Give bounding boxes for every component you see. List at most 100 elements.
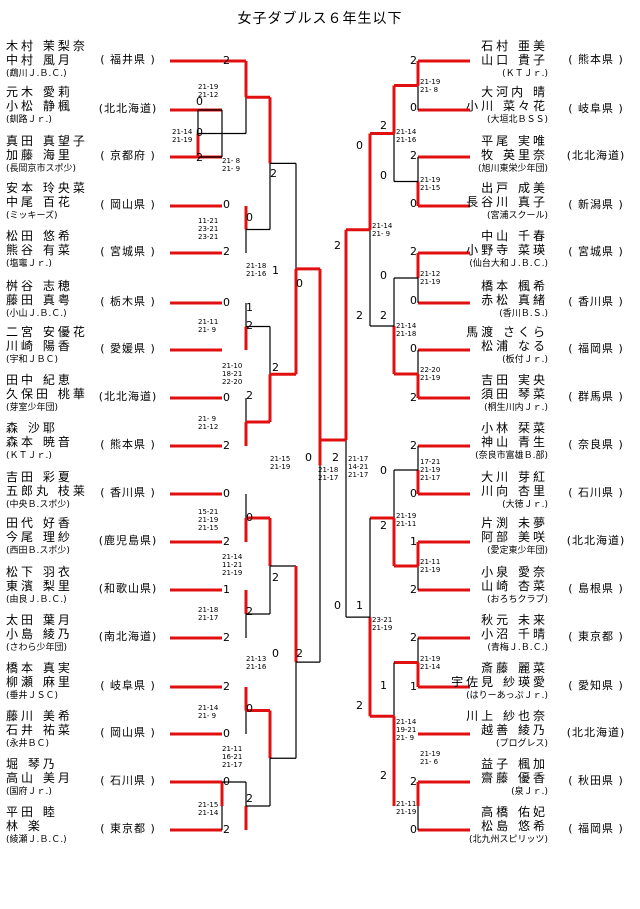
- match-score: 2: [410, 775, 417, 788]
- page-title: 女子ダブルス６年生以下: [237, 11, 403, 27]
- player-name: 齋藤 優香: [481, 771, 548, 785]
- team-club: (はりーあっぷＪｒ.): [466, 691, 548, 701]
- match-score: 2: [246, 792, 253, 805]
- team-club: (桐生川内Ｊｒ.): [484, 403, 548, 413]
- player-name: 小林 栞菜: [481, 421, 548, 435]
- right-entry: 片渕 未夢阿部 美咲(愛定東少年団): [398, 517, 548, 563]
- player-name: 松浦 なる: [481, 339, 548, 353]
- match-score: 0: [410, 101, 417, 114]
- team-club: (垂井ＪＳＣ): [6, 691, 59, 701]
- game-score: 21-19 21-15: [420, 176, 441, 192]
- player-name: 川崎 陽香: [6, 339, 73, 353]
- match-score: 0: [356, 139, 363, 152]
- team-club: (由良Ｊ.Ｂ.Ｃ.): [6, 595, 67, 605]
- player-name: 柳瀬 麻里: [6, 675, 73, 689]
- game-score: 21-11 21- 9: [198, 318, 219, 334]
- match-score: 2: [196, 151, 203, 164]
- team-club: (綾瀬Ｊ.Ｂ.Ｃ.): [6, 835, 67, 845]
- player-name: 石村 亜美: [481, 39, 548, 53]
- player-name: 大川 芽紅: [481, 470, 548, 484]
- prefecture-label: ( 京都府 ): [100, 149, 156, 162]
- team-club: (青梅Ｊ.Ｂ.Ｃ.): [487, 643, 548, 653]
- right-entry: 小泉 愛奈山崎 杏菜(おろちクラブ): [398, 566, 548, 612]
- game-score: 21- 8 21- 9: [222, 157, 241, 173]
- left-entry: 森 沙耶森本 暁音(ＫＴＪｒ.): [6, 422, 156, 468]
- player-name: 馬渡 さくら: [466, 325, 548, 339]
- player-name: 松下 羽衣: [6, 565, 73, 579]
- player-name: 林 楽: [6, 819, 43, 833]
- match-score: 0: [223, 198, 230, 211]
- match-score: 2: [410, 149, 417, 162]
- match-score: 2: [223, 535, 230, 548]
- player-name: 堀 琴乃: [6, 757, 58, 771]
- match-score: 2: [410, 631, 417, 644]
- left-entry: 吉田 彩夏五郎丸 枝莱(中央Ｂ.スポ少): [6, 471, 156, 517]
- team-club: (さわら少年団): [6, 643, 68, 653]
- match-score: 2: [356, 699, 363, 712]
- prefecture-label: ( 愛媛県 ): [100, 342, 156, 355]
- player-name: 元木 愛莉: [6, 85, 73, 99]
- prefecture-label: (北北海道): [566, 726, 626, 739]
- prefecture-label: ( 福岡県 ): [568, 342, 624, 355]
- player-name: 安本 玲央菜: [6, 181, 88, 195]
- player-name: 秋元 未来: [481, 613, 548, 627]
- match-score: 0: [223, 727, 230, 740]
- player-name: 山口 貴子: [481, 53, 548, 67]
- right-entry: 平尾 実唯牧 英里奈(旭川東栄少年団): [398, 135, 548, 181]
- player-name: 松島 悠希: [481, 819, 548, 833]
- player-name: 川向 杏里: [481, 484, 548, 498]
- match-score: 2: [272, 571, 279, 584]
- player-name: 熊谷 有菜: [6, 243, 73, 257]
- left-entry: 平田 睦林 楽 (綾瀬Ｊ.Ｂ.Ｃ.): [6, 806, 156, 852]
- game-score: 21-15 21-14: [198, 801, 219, 817]
- team-club: (大垣北ＢＳＳ): [486, 115, 548, 125]
- prefecture-label: (和歌山県): [98, 582, 158, 595]
- match-score: 0: [223, 296, 230, 309]
- left-entry: 田中 紀恵久保田 桃華(芽室少年団): [6, 374, 156, 420]
- team-club: (永井ＢＣ): [6, 739, 50, 749]
- player-name: 中尾 百花: [6, 195, 73, 209]
- game-score: 21-14 11-21 21-19: [222, 553, 243, 577]
- right-entry: 小林 栞菜神山 青生(奈良市富雄Ｂ.部): [398, 422, 548, 468]
- right-entry: 中山 千春小野寺 菜瑛(仙台大和Ｊ.Ｂ.Ｃ.): [398, 230, 548, 276]
- prefecture-label: ( 栃木県 ): [100, 295, 156, 308]
- game-score: 21-19 21- 6: [420, 750, 441, 766]
- match-score: 2: [223, 439, 230, 452]
- match-score: 2: [356, 309, 363, 322]
- player-name: 藤川 美希: [6, 709, 73, 723]
- prefecture-label: ( 岐阜県 ): [568, 102, 624, 115]
- game-score: 21-11 21-19: [396, 800, 417, 816]
- right-entry: 橋本 楓希赤松 真緒(香川Ｂ.Ｓ.): [398, 280, 548, 326]
- team-club: (ミッキーズ): [6, 211, 58, 221]
- game-score: 21-14 21- 9: [198, 704, 219, 720]
- prefecture-label: (北北海道): [98, 390, 158, 403]
- match-score: 2: [223, 631, 230, 644]
- left-entry: 松田 悠希熊谷 有菜(塩竈Ｊｒ.): [6, 230, 156, 276]
- prefecture-label: ( 石川県 ): [100, 774, 156, 787]
- player-name: 長谷川 真子: [466, 195, 548, 209]
- team-club: (愛定東少年団): [486, 546, 548, 556]
- prefecture-label: ( 香川県 ): [568, 295, 624, 308]
- right-entry: 川上 紗也奈越善 綾乃(プログレス): [398, 710, 548, 756]
- match-score: 1: [246, 301, 253, 314]
- player-name: 小松 静楓: [6, 99, 73, 113]
- game-score: 21-15 21-19: [270, 455, 291, 471]
- prefecture-label: ( 群馬県 ): [568, 390, 624, 403]
- left-entry: 堀 琴乃高山 美月(国府Ｊｒ.): [6, 758, 156, 804]
- player-name: 宇佐見 紗瑛愛: [451, 675, 548, 689]
- left-entry: 松下 羽衣東濱 梨里 (由良Ｊ.Ｂ.Ｃ.): [6, 566, 156, 612]
- prefecture-label: ( 秋田県 ): [568, 774, 624, 787]
- player-name: 中村 風月: [6, 53, 73, 67]
- right-entry: 吉田 実央須田 琴菜(桐生川内Ｊｒ.): [398, 374, 548, 420]
- player-name: 小野寺 菜瑛: [466, 243, 548, 257]
- prefecture-label: ( 福岡県 ): [568, 822, 624, 835]
- player-name: 東濱 梨里: [6, 579, 73, 593]
- player-name: 森 沙耶: [6, 421, 58, 435]
- prefecture-label: ( 岡山県 ): [100, 726, 156, 739]
- final-score-right: 2: [332, 451, 339, 464]
- match-score: 2: [410, 439, 417, 452]
- player-name: 平田 睦: [6, 805, 58, 819]
- right-entry: 馬渡 さくら松浦 なる(板付Ｊｒ.): [398, 326, 548, 372]
- player-name: 阿部 美咲: [481, 530, 548, 544]
